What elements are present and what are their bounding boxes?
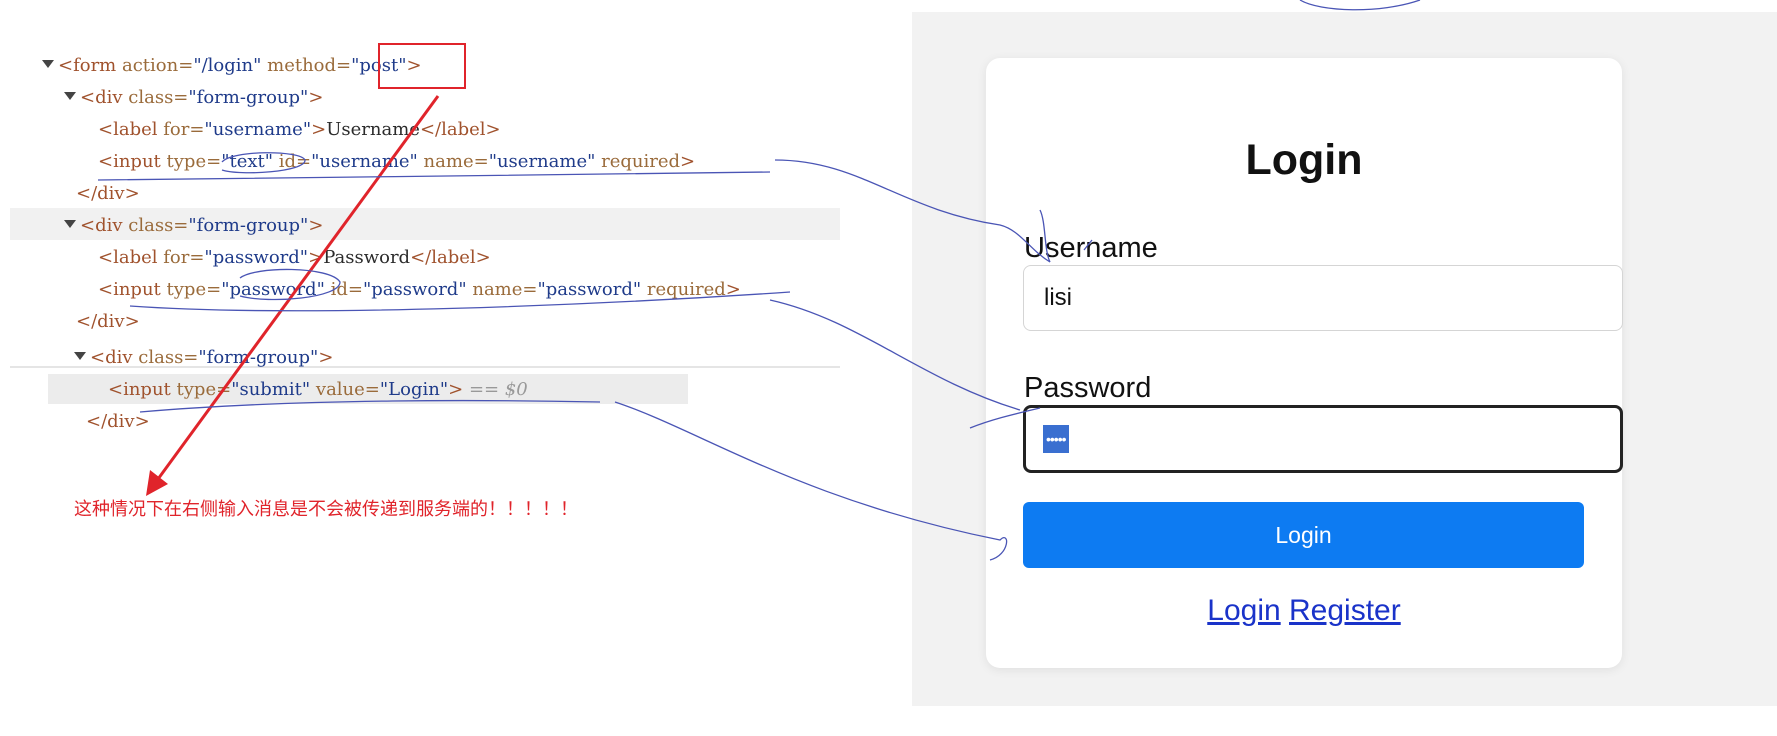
attr-name: type= [166,151,222,172]
tag-end: </div> [86,411,150,432]
code-line-div-end[interactable]: </div> [76,308,140,336]
tag-close: > [448,379,464,400]
code-line-input-username[interactable]: <input type="text" id="username" name="u… [98,148,695,176]
text-node: Username [326,119,420,140]
devtools-elements-panel: <form action="/login" method="post"> <di… [0,0,870,736]
attr-value: "text" [221,151,274,172]
attr-value: "username" [311,151,418,172]
code-line-div-end[interactable]: </div> [76,180,140,208]
page-title: Login [1245,136,1363,184]
attr-value: "password" [221,279,325,300]
login-button[interactable]: Login [1023,502,1584,568]
browser-viewport: Login Username lisi Password ••••• Login… [912,12,1777,706]
tag-name: <div [80,215,129,236]
post-highlight-box [378,43,466,89]
attr-name: type= [166,279,222,300]
login-card: Login Username lisi Password ••••• Login… [986,58,1623,668]
selected-node-marker: == $0 [463,379,528,400]
tag-close: > [311,119,327,140]
attr-value: "Login" [379,379,449,400]
tag-close: > [406,55,422,76]
attr-name: action= [121,55,194,76]
attr-name: value= [310,379,380,400]
attr-name: required [641,279,726,300]
code-line-div[interactable]: <div class="form-group"> [74,344,333,372]
expand-triangle-icon[interactable] [42,60,54,68]
attr-name: class= [128,87,189,108]
code-line-div[interactable]: <div class="form-group"> [64,84,323,112]
attr-name: name= [466,279,538,300]
tag-name: <input [98,151,167,172]
tag-close: > [318,347,334,368]
attr-value: "password" [537,279,642,300]
attr-value: "/login" [193,55,262,76]
code-line-div[interactable]: <div class="form-group"> [64,212,323,240]
code-line-label[interactable]: <label for="username">Username</label> [98,116,501,144]
attr-name: class= [128,215,189,236]
attr-value: "submit" [231,379,311,400]
tag-name: <input [98,279,167,300]
tag-close: > [680,151,696,172]
tag-close: > [308,247,324,268]
card-links: Login Register [986,594,1622,628]
tag-end: </label> [410,247,491,268]
attr-name: for= [163,119,205,140]
attr-name: method= [261,55,352,76]
annotation-note: 这种情况下在右侧输入消息是不会被传递到服务端的！！！！！ [74,499,578,520]
attr-value: "username" [488,151,596,172]
code-line-input-submit[interactable]: <input type="submit" value="Login"> == $… [108,376,528,404]
tag-name: <form [58,55,122,76]
tag-name: <input [108,379,177,400]
password-label: Password [1024,372,1152,404]
attr-name: name= [417,151,489,172]
tag-end: </div> [76,183,140,204]
scribble-top [1299,0,1421,11]
attr-name: required [595,151,681,172]
attr-name: class= [138,347,199,368]
attr-value: "password" [362,279,467,300]
attr-name: for= [163,247,205,268]
code-line-form[interactable]: <form action="/login" method="post"> [42,52,422,80]
attr-value: "username" [204,119,312,140]
username-input[interactable]: lisi [1023,265,1623,331]
code-line-label[interactable]: <label for="password">Password</label> [98,244,491,272]
attr-value: "password" [204,247,309,268]
expand-triangle-icon[interactable] [64,92,76,100]
attr-name: id= [273,151,312,172]
tag-close: > [308,215,324,236]
tag-name: <label [98,119,164,140]
expand-triangle-icon[interactable] [74,352,86,360]
attr-name: type= [176,379,232,400]
tag-close: > [308,87,324,108]
code-line-div-end[interactable]: </div> [86,408,150,436]
tag-end: </label> [419,119,501,140]
expand-triangle-icon[interactable] [64,220,76,228]
attr-value: "form-group" [188,215,309,236]
text-node: Password [323,247,411,268]
attr-value: "form-group" [188,87,309,108]
attr-value: "form-group" [198,347,319,368]
tag-name: <div [90,347,139,368]
login-link[interactable]: Login [1207,594,1281,627]
tag-close: > [725,279,741,300]
attr-name: id= [324,279,363,300]
username-label: Username [1024,232,1158,264]
tag-name: <div [80,87,129,108]
register-link[interactable]: Register [1289,594,1401,627]
code-line-input-password[interactable]: <input type="password" id="password" nam… [98,276,741,304]
password-input[interactable]: ••••• [1023,405,1623,473]
tag-name: <label [98,247,164,268]
password-selected-mask: ••••• [1043,425,1069,453]
tag-end: </div> [76,311,140,332]
